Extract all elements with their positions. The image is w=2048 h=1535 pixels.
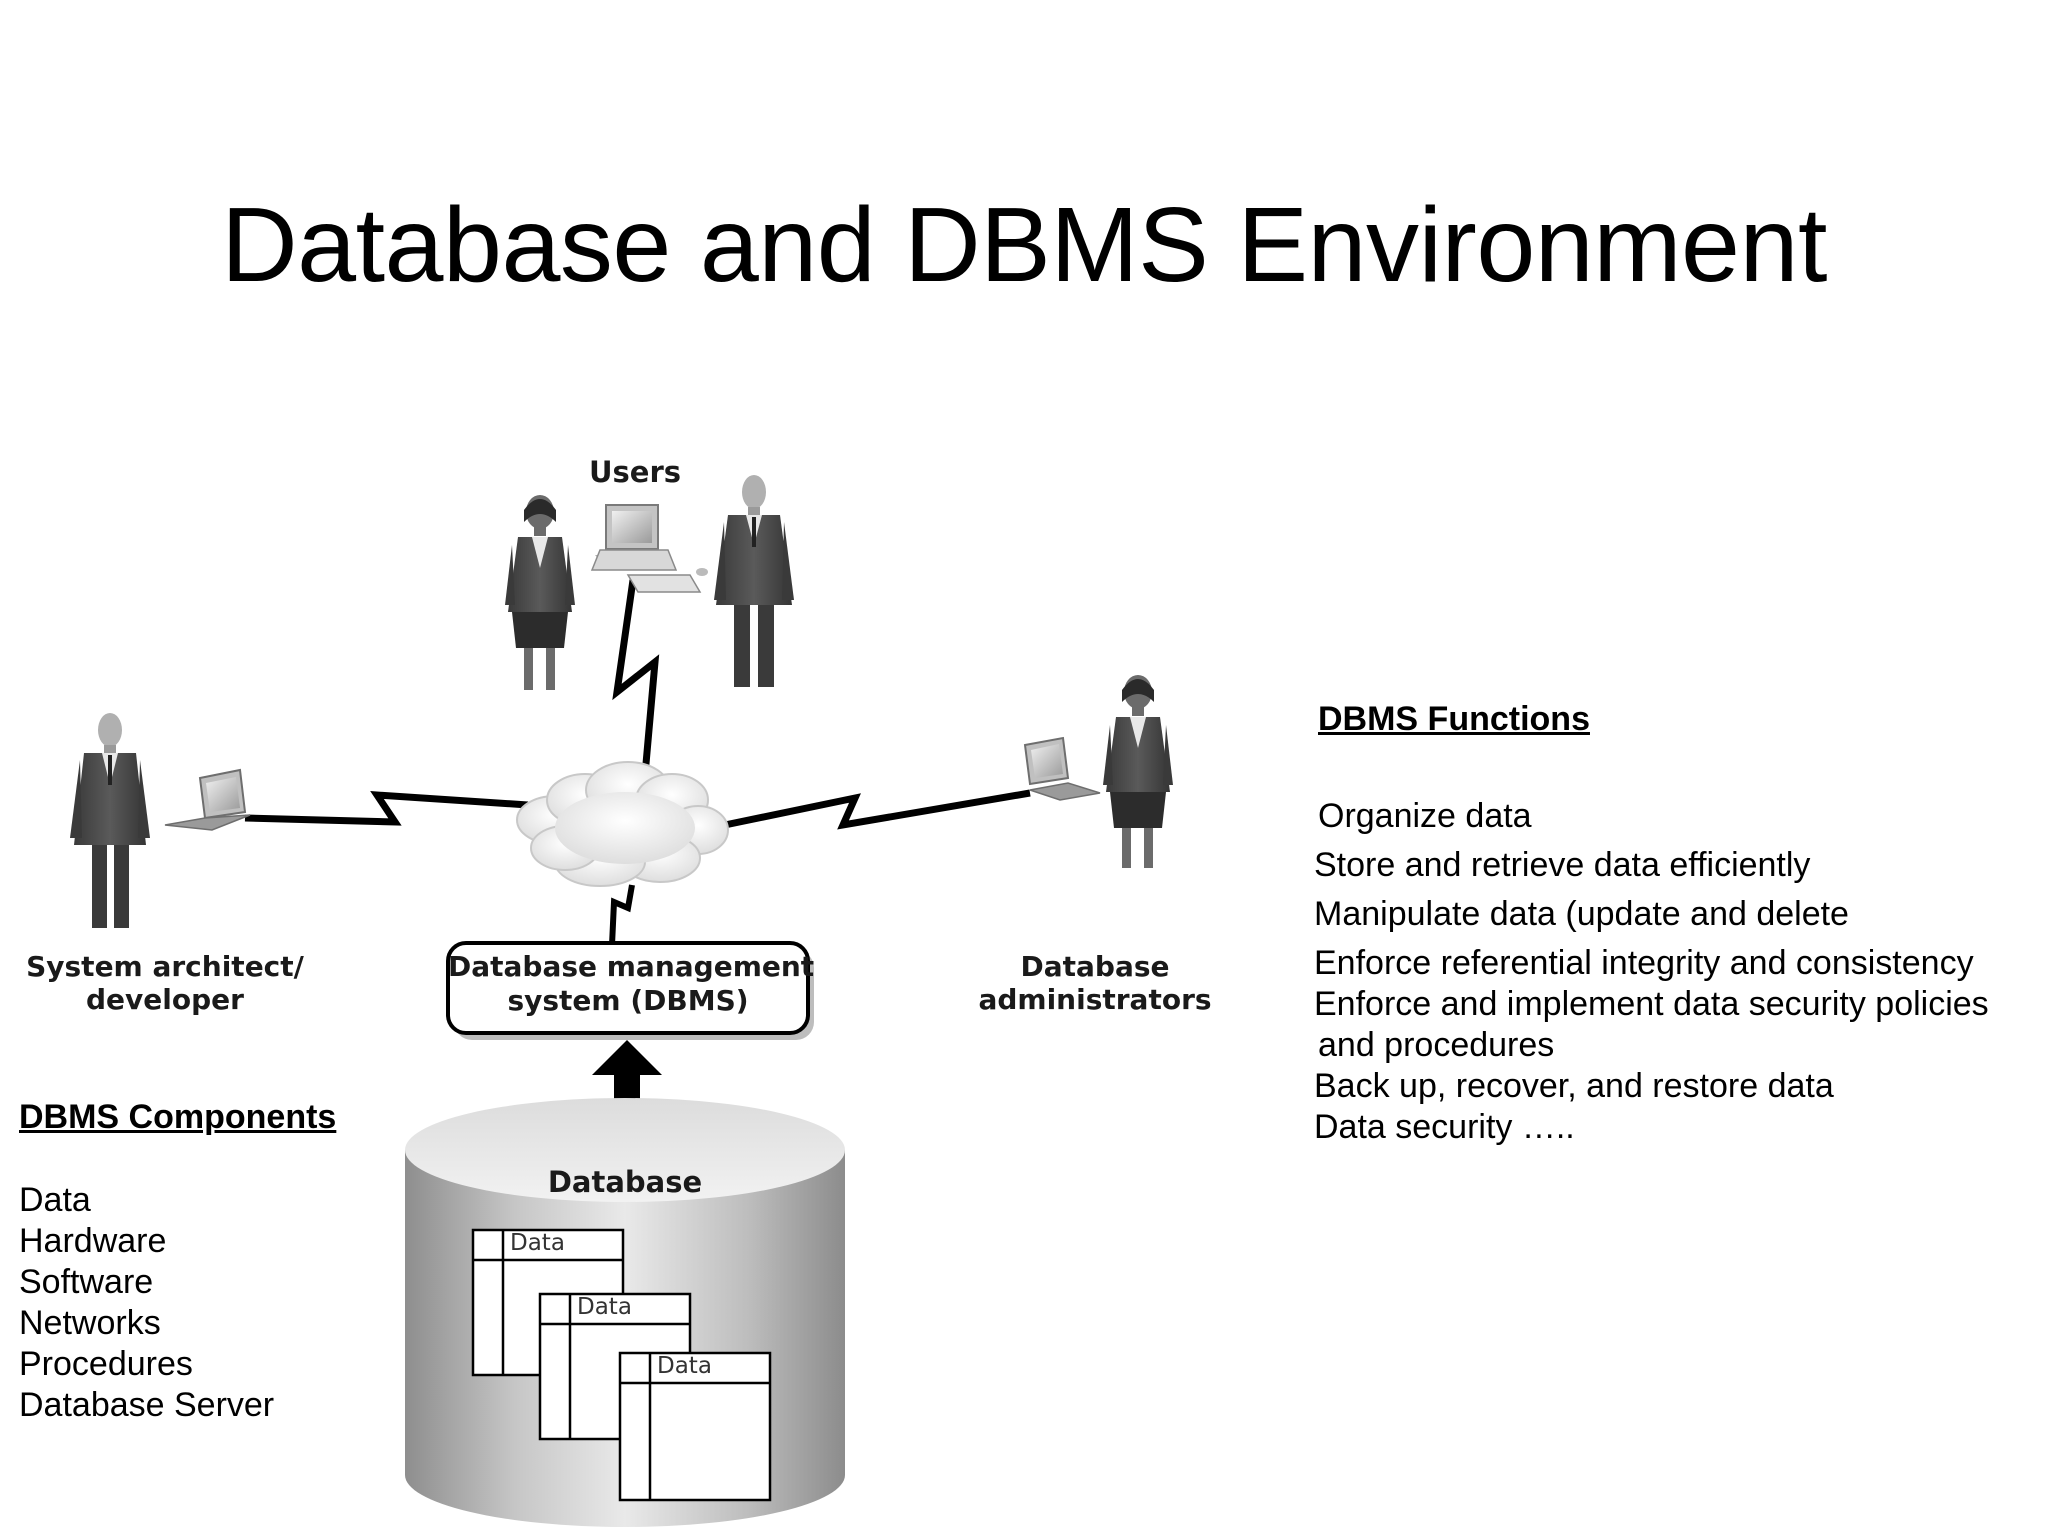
components-list: Data Hardware Software Networks Procedur… (19, 1180, 274, 1426)
list-item: Networks (19, 1304, 161, 1342)
dbms-label-line2: system (DBMS) (507, 984, 749, 1017)
database-label: Database (547, 1165, 703, 1199)
functions-heading: DBMS Functions (1318, 700, 1590, 738)
architect-label: System architect/ developer (15, 950, 315, 1016)
connector-dba-lightning (719, 789, 1031, 830)
components-heading: DBMS Components (19, 1098, 337, 1136)
dba-label-line1: Database (1020, 950, 1170, 983)
dbms-label-line1: Database management (448, 950, 815, 983)
architect-label-line2: developer (86, 983, 244, 1016)
network-cloud-icon (516, 761, 729, 887)
connector-architect-lightning (244, 791, 529, 826)
table-label: Data (657, 1353, 712, 1379)
list-item: Data security ….. (1314, 1108, 1575, 1146)
dbms-label: Database management system (DBMS) (448, 950, 815, 1018)
list-item: Hardware (19, 1222, 167, 1260)
dbms-box (446, 941, 810, 1035)
desktop-computer-icon (590, 504, 708, 593)
connector-dbms-lightning (609, 884, 635, 946)
users-label: Users (588, 455, 682, 489)
dba-icon (1103, 675, 1173, 868)
list-item: Software (19, 1263, 154, 1301)
list-item: Back up, recover, and restore data (1314, 1067, 1834, 1105)
architect-label-line1: System architect/ (26, 950, 304, 983)
laptop-icon (1023, 736, 1101, 801)
architect-icon (70, 713, 150, 928)
list-item: Manipulate data (update and delete (1314, 895, 1849, 933)
list-item: Data (19, 1181, 91, 1219)
male-user-icon (714, 475, 794, 687)
connector-users-lightning (612, 579, 660, 776)
laptop-icon (164, 768, 251, 831)
list-item: Store and retrieve data efficiently (1314, 846, 1811, 884)
list-item: Enforce and implement data security poli… (1314, 985, 1989, 1023)
list-item: Enforce referential integrity and consis… (1314, 944, 1974, 982)
data-table-icon (618, 1351, 772, 1502)
table-label: Data (577, 1294, 632, 1320)
slide-title: Database and DBMS Environment (221, 186, 1827, 304)
female-user-icon (505, 495, 575, 690)
dba-label-line2: administrators (978, 983, 1212, 1016)
list-item: Procedures (19, 1345, 193, 1383)
table-label: Data (510, 1230, 565, 1256)
list-item: Database Server (19, 1386, 275, 1424)
list-item: Organize data (1318, 797, 1532, 835)
dba-label: Database administrators (965, 950, 1225, 1016)
list-item: and procedures (1318, 1026, 1555, 1064)
